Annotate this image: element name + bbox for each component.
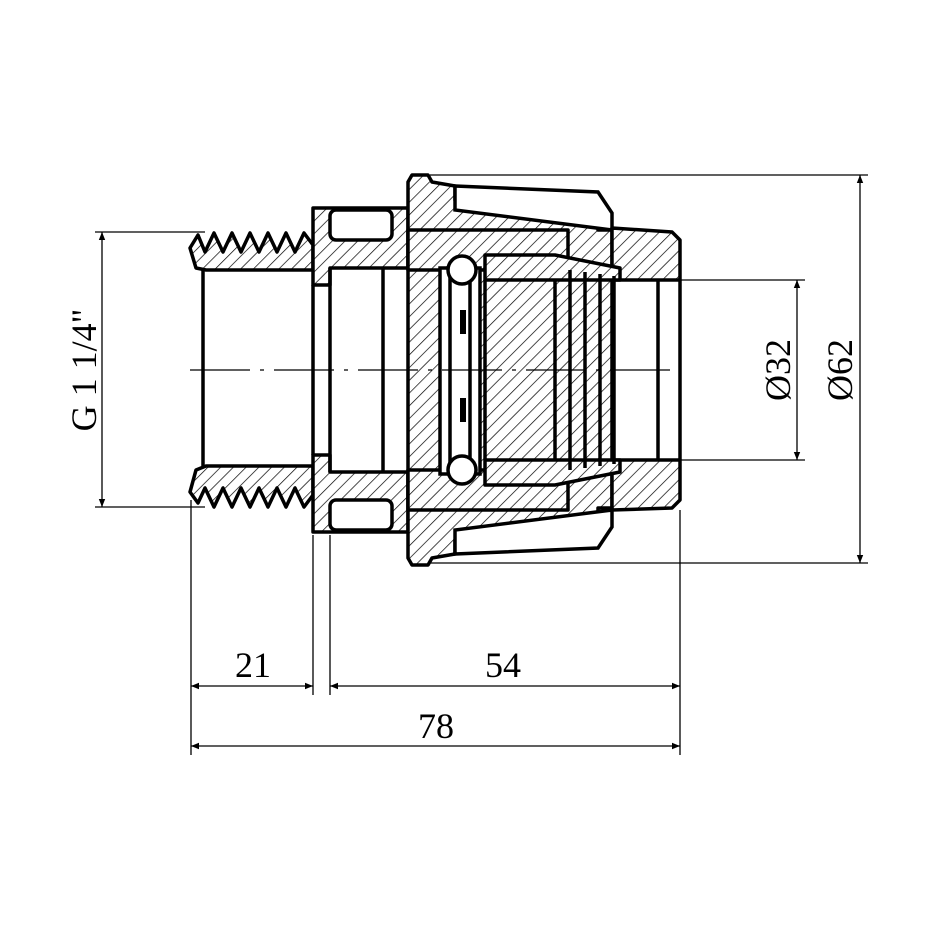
body-length-label: 54: [485, 645, 521, 685]
pipe-diameter-label: Ø32: [758, 339, 798, 401]
thread-length-label: 21: [235, 645, 271, 685]
total-length-label: 78: [418, 706, 454, 746]
outer-diameter-label: Ø62: [820, 339, 860, 401]
end-cap: [610, 226, 682, 512]
dimension-lines: [98, 175, 864, 750]
thread-dimension-label: G 1 1/4": [64, 309, 104, 432]
clamp-ring: [438, 253, 622, 487]
extension-lines: [95, 174, 868, 755]
